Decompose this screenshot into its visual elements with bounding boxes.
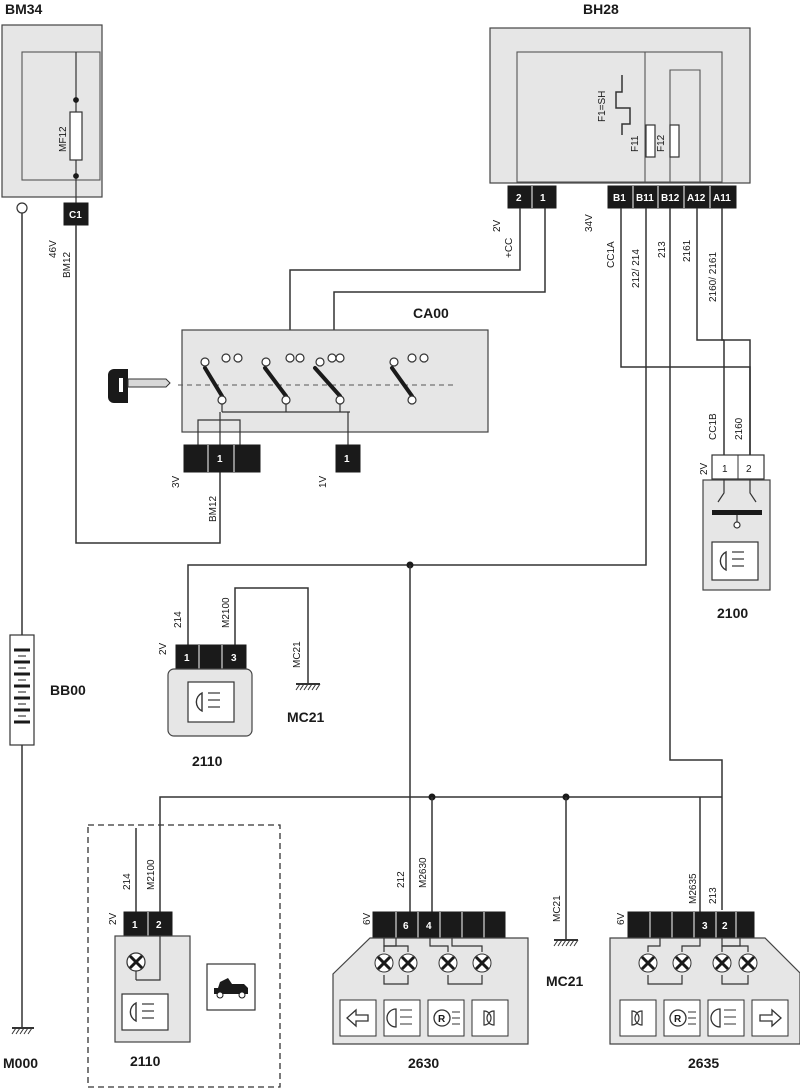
c2635-pin-2: 2 bbox=[722, 921, 728, 932]
c2630-pin-4: 4 bbox=[426, 921, 432, 932]
mc21-bottom-label: MC21 bbox=[546, 973, 584, 989]
switch-2110-bottom: 214 M2100 1 2 2V 2110 bbox=[87, 824, 281, 1088]
lamp-icon bbox=[383, 999, 421, 1037]
wire-214-label: 214 bbox=[173, 611, 184, 628]
bm34-wire-label: BM12 bbox=[62, 251, 73, 278]
bh28-2v-label: 2V bbox=[492, 219, 503, 232]
bh28-shunt bbox=[615, 75, 631, 135]
bh28-pin-b11: B11 bbox=[636, 193, 654, 204]
lamp-cluster-2630: 212 M2630 6V 6 4 R 26 bbox=[332, 857, 529, 1071]
arrow-right-icon bbox=[751, 999, 789, 1037]
f12-fuse bbox=[669, 124, 680, 158]
wire-m2100-label: M2100 bbox=[221, 597, 232, 628]
ca00-3v-label: 3V bbox=[171, 475, 182, 488]
lamp-cluster-2635: M2635 213 6V 3 2 R bbox=[609, 797, 800, 1071]
mf12-label: MF12 bbox=[58, 126, 69, 152]
bh28-box bbox=[489, 27, 751, 184]
f11-label: F11 bbox=[630, 135, 641, 152]
bh28-pin-a11: A11 bbox=[713, 193, 731, 204]
ca00-pin-1: 1 bbox=[217, 454, 223, 465]
fog-lamp-icon bbox=[471, 999, 509, 1037]
f11-fuse bbox=[645, 124, 656, 158]
c2110-bottom-pin-2: 2 bbox=[156, 920, 162, 931]
c2635-title: 2635 bbox=[688, 1055, 719, 1071]
c2635-6v-label: 6V bbox=[616, 912, 627, 925]
bm34-46v-label: 46V bbox=[48, 240, 59, 258]
wire-mc21-bottom-label: MC21 bbox=[552, 895, 563, 922]
bh28-pin-b1: B1 bbox=[613, 193, 626, 204]
fog-lamp-icon bbox=[619, 999, 657, 1037]
bb00-label: BB00 bbox=[50, 682, 86, 698]
ca00-ignition-switch: CA00 bbox=[108, 305, 489, 522]
mc21-bottom-ground: MC21 MC21 bbox=[546, 895, 584, 989]
ca00-title: CA00 bbox=[413, 305, 449, 321]
lamp-icon bbox=[707, 999, 745, 1037]
ca00-wire-label: BM12 bbox=[208, 495, 219, 522]
bm34-title: BM34 bbox=[5, 1, 43, 17]
c2100-title: 2100 bbox=[717, 605, 748, 621]
ca00-1v-label: 1V bbox=[318, 475, 329, 488]
bh28-pin-b12: B12 bbox=[661, 193, 680, 204]
wire-214-bottom-label: 214 bbox=[122, 873, 133, 890]
bm34-box bbox=[1, 24, 103, 198]
lamp-icon bbox=[711, 541, 759, 581]
c2100-pin-1: 1 bbox=[722, 464, 728, 475]
bh28-pin-a12: A12 bbox=[687, 193, 706, 204]
bh28-module: BH28 F1=SH F11 F12 2 1 B1 B11 B12 A12 A1… bbox=[489, 1, 751, 302]
wire-cc1b-label: CC1B bbox=[708, 413, 719, 440]
svg-text:R: R bbox=[674, 1014, 682, 1025]
c2110-top-2v-label: 2V bbox=[158, 642, 169, 655]
shunt-label: F1=SH bbox=[597, 91, 608, 122]
wire-2161-label: 2161 bbox=[682, 239, 693, 262]
key-icon bbox=[108, 369, 171, 403]
ca00-1v-pin-1: 1 bbox=[344, 454, 350, 465]
c2630-title: 2630 bbox=[408, 1055, 439, 1071]
wire-213-label: 213 bbox=[657, 241, 668, 258]
wire-m2630-label: M2630 bbox=[418, 857, 429, 888]
c2110-bottom-title: 2110 bbox=[130, 1053, 161, 1069]
c2110-bottom-pin-1: 1 bbox=[132, 920, 138, 931]
f12-label: F12 bbox=[656, 134, 667, 152]
mf12-fuse bbox=[69, 111, 83, 161]
mc21-top-label: MC21 bbox=[287, 709, 325, 725]
bm34-module: BM34 MF12 C1 46V BM12 bbox=[1, 1, 103, 278]
c2635-pin-3: 3 bbox=[702, 921, 708, 932]
m000-ground: M000 bbox=[3, 1027, 38, 1071]
wire-cc-label: +CC bbox=[504, 238, 515, 258]
wire-2160-2161-label: 2160/ 2161 bbox=[708, 252, 719, 302]
bh28-34v-label: 34V bbox=[584, 214, 595, 232]
bh28-pin-2: 2 bbox=[516, 193, 522, 204]
c2630-pin-6: 6 bbox=[403, 921, 409, 932]
c2110-top-title: 2110 bbox=[192, 753, 223, 769]
bb00-battery: BB00 bbox=[9, 634, 86, 746]
wire-2160-label: 2160 bbox=[734, 417, 745, 440]
wire-m2635-label: M2635 bbox=[688, 873, 699, 904]
c2110-top-pin-1: 1 bbox=[184, 653, 190, 664]
bh28-title: BH28 bbox=[583, 1, 619, 17]
wire-213-bottom-label: 213 bbox=[708, 887, 719, 904]
c1-label: C1 bbox=[69, 210, 82, 221]
arrow-left-icon bbox=[339, 999, 377, 1037]
wire-212-214-label: 212/ 214 bbox=[631, 249, 642, 288]
m000-label: M000 bbox=[3, 1055, 38, 1071]
c2100-2v-label: 2V bbox=[699, 462, 710, 475]
bh28-pin-1: 1 bbox=[540, 193, 546, 204]
c2100-pin-2: 2 bbox=[746, 464, 752, 475]
c2110-top-pin-3: 3 bbox=[231, 653, 237, 664]
c2630-6v-label: 6V bbox=[362, 912, 373, 925]
switch-2100: CC1B 2160 1 2 2V 2100 bbox=[699, 340, 771, 621]
switch-2110-top: 214 M2100 MC21 1 3 2V 2110 MC21 bbox=[158, 587, 325, 769]
c2110-bottom-2v-label: 2V bbox=[108, 912, 119, 925]
wire-212-label: 212 bbox=[396, 871, 407, 888]
wire-m2100-bottom-label: M2100 bbox=[146, 859, 157, 890]
wire-cc1a-label: CC1A bbox=[606, 241, 617, 268]
lamp-icon bbox=[187, 681, 235, 723]
lamp-icon bbox=[121, 993, 169, 1031]
wire-mc21-label: MC21 bbox=[292, 641, 303, 668]
svg-text:R: R bbox=[438, 1014, 446, 1025]
